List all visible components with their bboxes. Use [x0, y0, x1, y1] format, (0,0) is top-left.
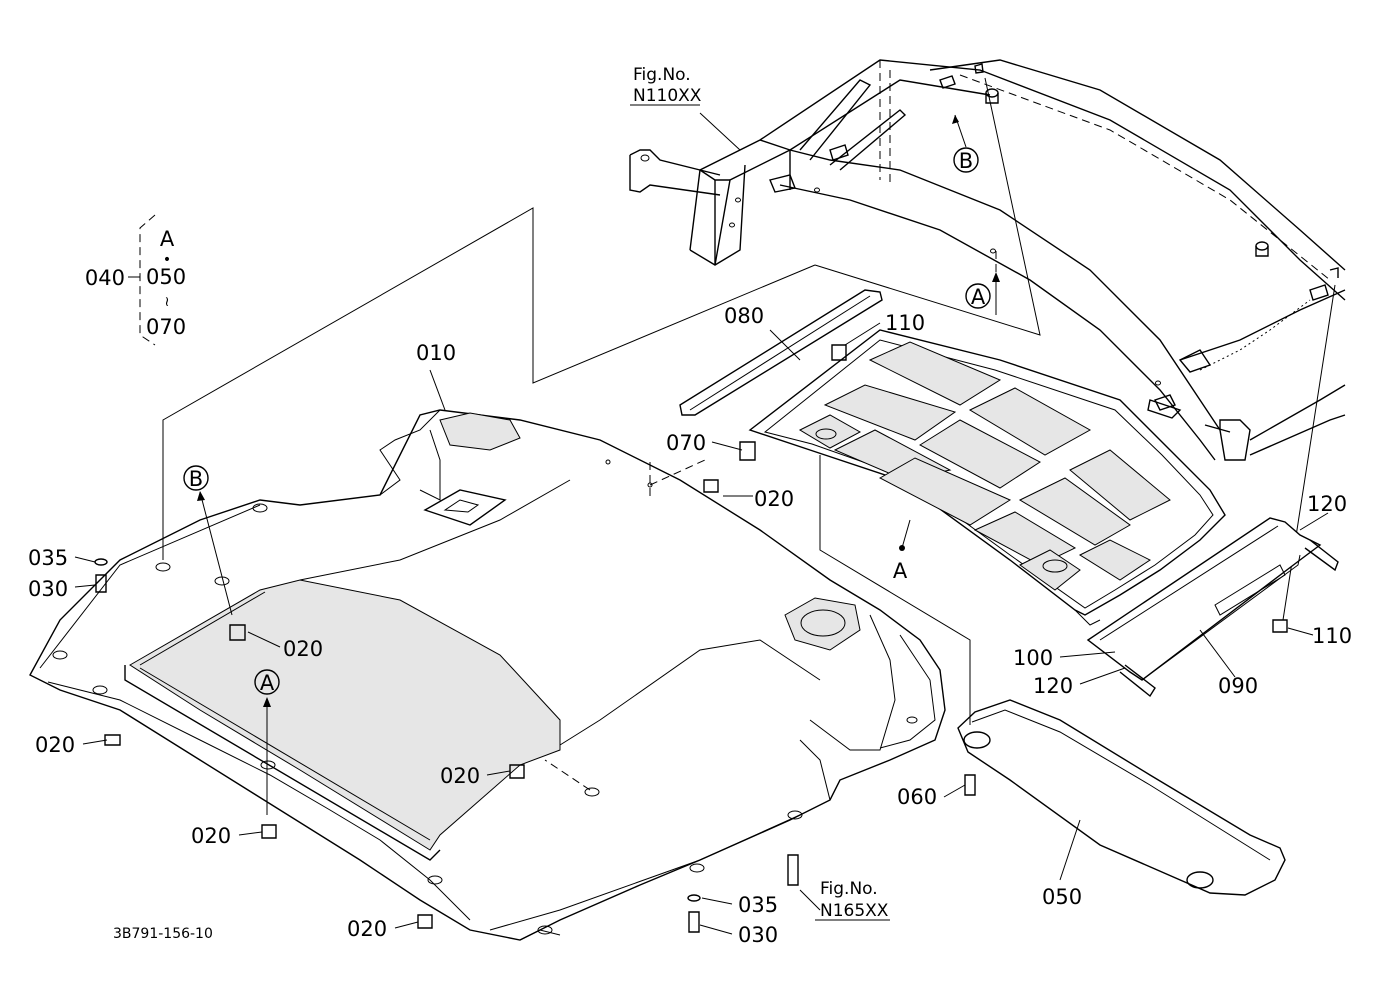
callout-035-bottom: 035: [738, 893, 778, 917]
roof-inner-panel: [748, 329, 1226, 626]
group-bracket-040: A • ≀: [128, 214, 175, 346]
callout-120-top: 120: [1307, 492, 1347, 516]
bracket-tilde: ≀: [164, 294, 169, 310]
reference-line: [544, 459, 706, 791]
svg-text:B: B: [189, 467, 203, 491]
svg-text:Fig.No.: Fig.No.: [633, 65, 691, 85]
svg-text:N110XX: N110XX: [633, 86, 702, 106]
callout-035-left: 035: [28, 546, 68, 570]
callout-020-b: 020: [283, 637, 323, 661]
callout-labels: 040 050 070 010 080 110 070 020 035 030 …: [28, 265, 1352, 947]
svg-text:N165XX: N165XX: [820, 901, 889, 921]
callout-060: 060: [897, 785, 937, 809]
trim-strip-080: [679, 289, 883, 416]
leader-line: [901, 519, 911, 549]
callout-050: 050: [1042, 885, 1082, 909]
callout-030-bottom: 030: [738, 923, 778, 947]
sun-visor-050: [957, 699, 1286, 896]
callout-010: 010: [416, 341, 456, 365]
marker-a-panel: A: [893, 559, 908, 583]
callout-120-bottom: 120: [1033, 674, 1073, 698]
cab-frame: [629, 59, 1346, 461]
marker-b-headliner: B: [183, 465, 233, 616]
callout-050-bracket: 050: [146, 265, 186, 289]
headliner-010: [29, 409, 946, 941]
svg-text:Fig.No.: Fig.No.: [820, 879, 878, 899]
marker-a-headliner: A: [254, 669, 280, 815]
callout-070: 070: [666, 431, 706, 455]
callout-020-a: 020: [191, 824, 231, 848]
svg-text:B: B: [959, 149, 973, 173]
reference-line: [814, 77, 1041, 336]
callout-110-right: 110: [1312, 624, 1352, 648]
callout-020-left: 020: [35, 733, 75, 757]
bracket-ref-a: A: [160, 227, 175, 251]
callout-020-panel: 020: [754, 487, 794, 511]
bracket-dot: •: [163, 252, 171, 268]
marker-a-frame: A: [965, 250, 1000, 315]
callout-070-bracket: 070: [146, 315, 186, 339]
callout-020-center: 020: [440, 764, 480, 788]
svg-text:A: A: [260, 671, 275, 695]
marker-b-frame: B: [952, 114, 979, 173]
callout-080: 080: [724, 304, 764, 328]
callout-020-bottom: 020: [347, 917, 387, 941]
svg-text:A: A: [893, 559, 908, 583]
callout-110-top: 110: [885, 311, 925, 335]
drawing-code: 3B791-156-10: [113, 926, 213, 942]
callout-030-left: 030: [28, 577, 68, 601]
figure-ref-n110: Fig.No. N110XX: [633, 65, 702, 106]
trim-strip-090: [1086, 517, 1339, 698]
reference-box: [162, 207, 816, 560]
callout-040: 040: [85, 266, 125, 290]
figure-ref-n165: Fig.No. N165XX: [820, 879, 889, 921]
callout-100: 100: [1013, 646, 1053, 670]
svg-text:A: A: [971, 285, 986, 309]
callout-090: 090: [1218, 674, 1258, 698]
reference-line: [819, 455, 971, 725]
callout-leaders: [74, 104, 1329, 935]
